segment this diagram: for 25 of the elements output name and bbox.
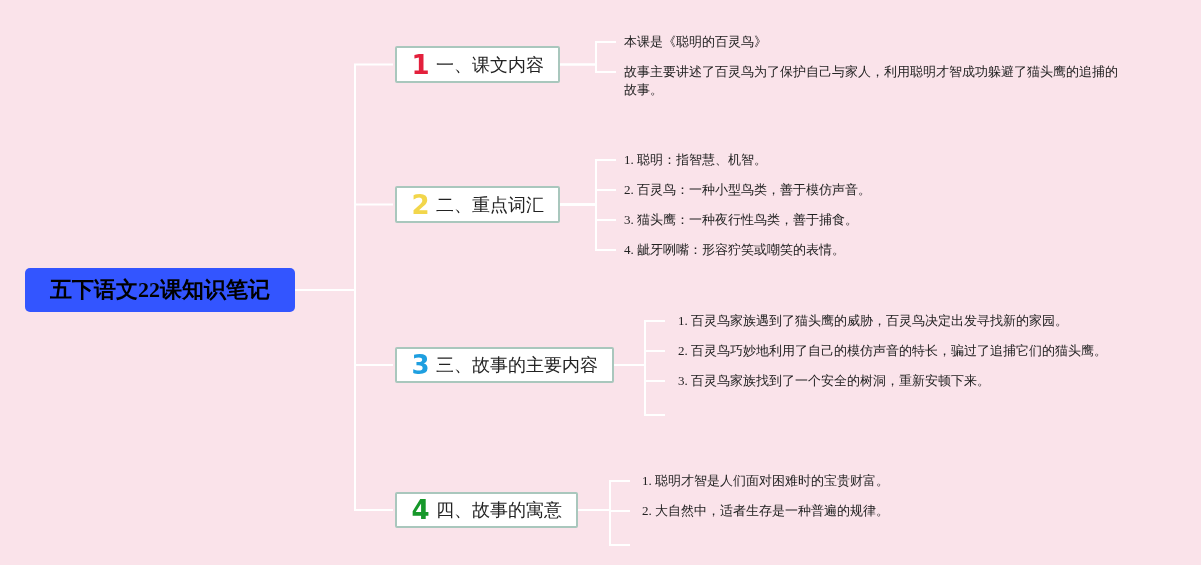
topic-box — [395, 492, 578, 528]
note-text: 3. 百灵鸟家族找到了一个安全的树洞，重新安顿下来。 — [678, 372, 1078, 390]
note-text: 故事主要讲述了百灵鸟为了保护自己与家人，利用聪明才智成功躲避了猫头鹰的追捕的故事。 — [624, 63, 1124, 101]
step-number: 2 — [411, 189, 430, 220]
topic-box — [395, 186, 560, 223]
note-text: 2. 百灵鸟巧妙地利用了自己的模仿声音的特长，骗过了追捕它们的猫头鹰。 — [678, 342, 1178, 364]
note-text: 1. 百灵鸟家族遇到了猫头鹰的威胁，百灵鸟决定出发寻找新的家园。 — [678, 312, 1138, 334]
topic-label: 三、故事的主要内容 — [435, 353, 598, 377]
step-number: 3 — [411, 350, 430, 380]
note-text: 2. 大自然中，适者生存是一种普遍的规律。 — [642, 502, 962, 520]
title-box: 五下语文22课知识笔记 — [25, 268, 295, 312]
topic-label: 一、课文内容 — [435, 52, 544, 77]
topic-label: 四、故事的寓意 — [435, 498, 562, 522]
note-text: 1. 聪明：指智慧、机智。 — [624, 151, 924, 173]
topic-box — [395, 46, 560, 83]
note-text: 本课是《聪明的百灵鸟》 — [624, 33, 924, 55]
note-text: 2. 百灵鸟：一种小型鸟类，善于模仿声音。 — [624, 181, 944, 203]
step-number: 1 — [411, 49, 430, 80]
step-number: 4 — [411, 495, 430, 525]
note-text: 4. 龇牙咧嘴：形容狞笑或嘲笑的表情。 — [624, 241, 944, 263]
topic-label: 二、重点词汇 — [435, 192, 544, 217]
connector-line — [559, 63, 617, 73]
note-text: 3. 猫头鹰：一种夜行性鸟类，善于捕食。 — [624, 211, 944, 233]
topic-box — [395, 347, 614, 383]
note-text: 1. 聪明才智是人们面对困难时的宝贵财富。 — [642, 472, 962, 494]
